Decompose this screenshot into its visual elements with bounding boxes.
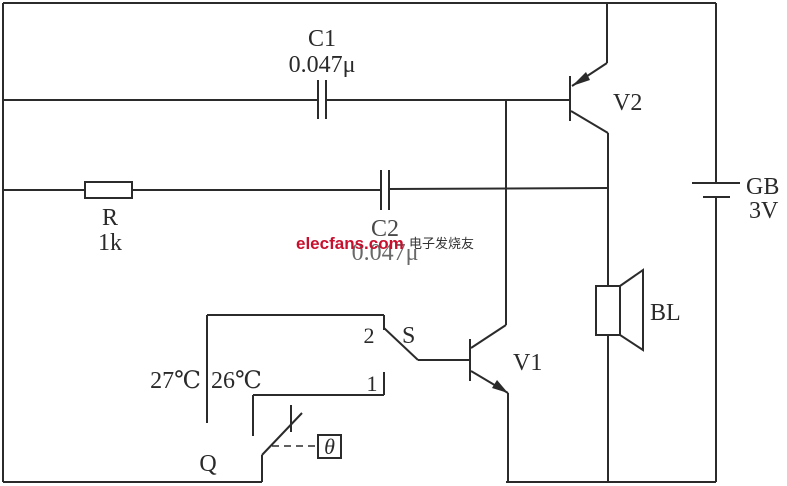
q-temp-27c-label: 27℃ (150, 368, 201, 394)
q-temp-26c-label: 26℃ (211, 368, 262, 394)
capacitor-c2: C2 0.047μ (352, 170, 419, 266)
v1-label: V1 (513, 350, 542, 376)
gb-value: 3V (749, 198, 779, 224)
gb-label: GB (746, 174, 779, 200)
s-label: S (402, 323, 415, 349)
q-sensor-box (317, 434, 342, 459)
capacitor-c1: C1 0.047μ (289, 26, 356, 119)
watermark-cn-text: 电子发烧友 (409, 236, 474, 252)
transistor-v1: V1 (418, 324, 542, 394)
q-label: Q (199, 451, 216, 477)
switch-s: 2 1 S (207, 314, 419, 396)
v1-emitter-arrow-icon (492, 380, 508, 393)
speaker-body (595, 285, 621, 336)
resistor-r: R 1k (84, 181, 133, 256)
resistor-body (84, 181, 133, 199)
c2-label: C2 (371, 216, 399, 242)
speaker-cone-icon (619, 268, 644, 352)
switch-contact-2-label: 2 (364, 323, 375, 348)
q-sensor-theta-icon: θ (324, 434, 335, 459)
c1-label: C1 (308, 26, 336, 52)
r-label: R (102, 205, 118, 231)
r-value: 1k (98, 230, 122, 256)
c2-right-wire (387, 187, 609, 190)
transistor-v2: V2 (569, 62, 642, 134)
switch-contact-1-label: 1 (367, 371, 378, 396)
v1-collector-leg (470, 324, 507, 349)
switch-arm (383, 327, 419, 361)
wires (2, 2, 717, 483)
c1-value: 0.047μ (289, 52, 356, 78)
thermostat-q: θ 27℃ 26℃ Q (150, 315, 342, 482)
q-blade (261, 412, 303, 456)
c2-value: 0.047μ (352, 240, 419, 266)
battery-gb: GB 3V (692, 174, 779, 224)
watermark-text: elecfans.com (296, 234, 404, 253)
v2-emitter-arrow-icon (572, 72, 590, 86)
v2-label: V2 (613, 90, 642, 116)
bl-label: BL (650, 300, 681, 326)
speaker-bl: BL (595, 268, 681, 352)
v2-collector-leg (570, 110, 609, 134)
watermark: elecfans.com 电子发烧友 (296, 234, 474, 253)
